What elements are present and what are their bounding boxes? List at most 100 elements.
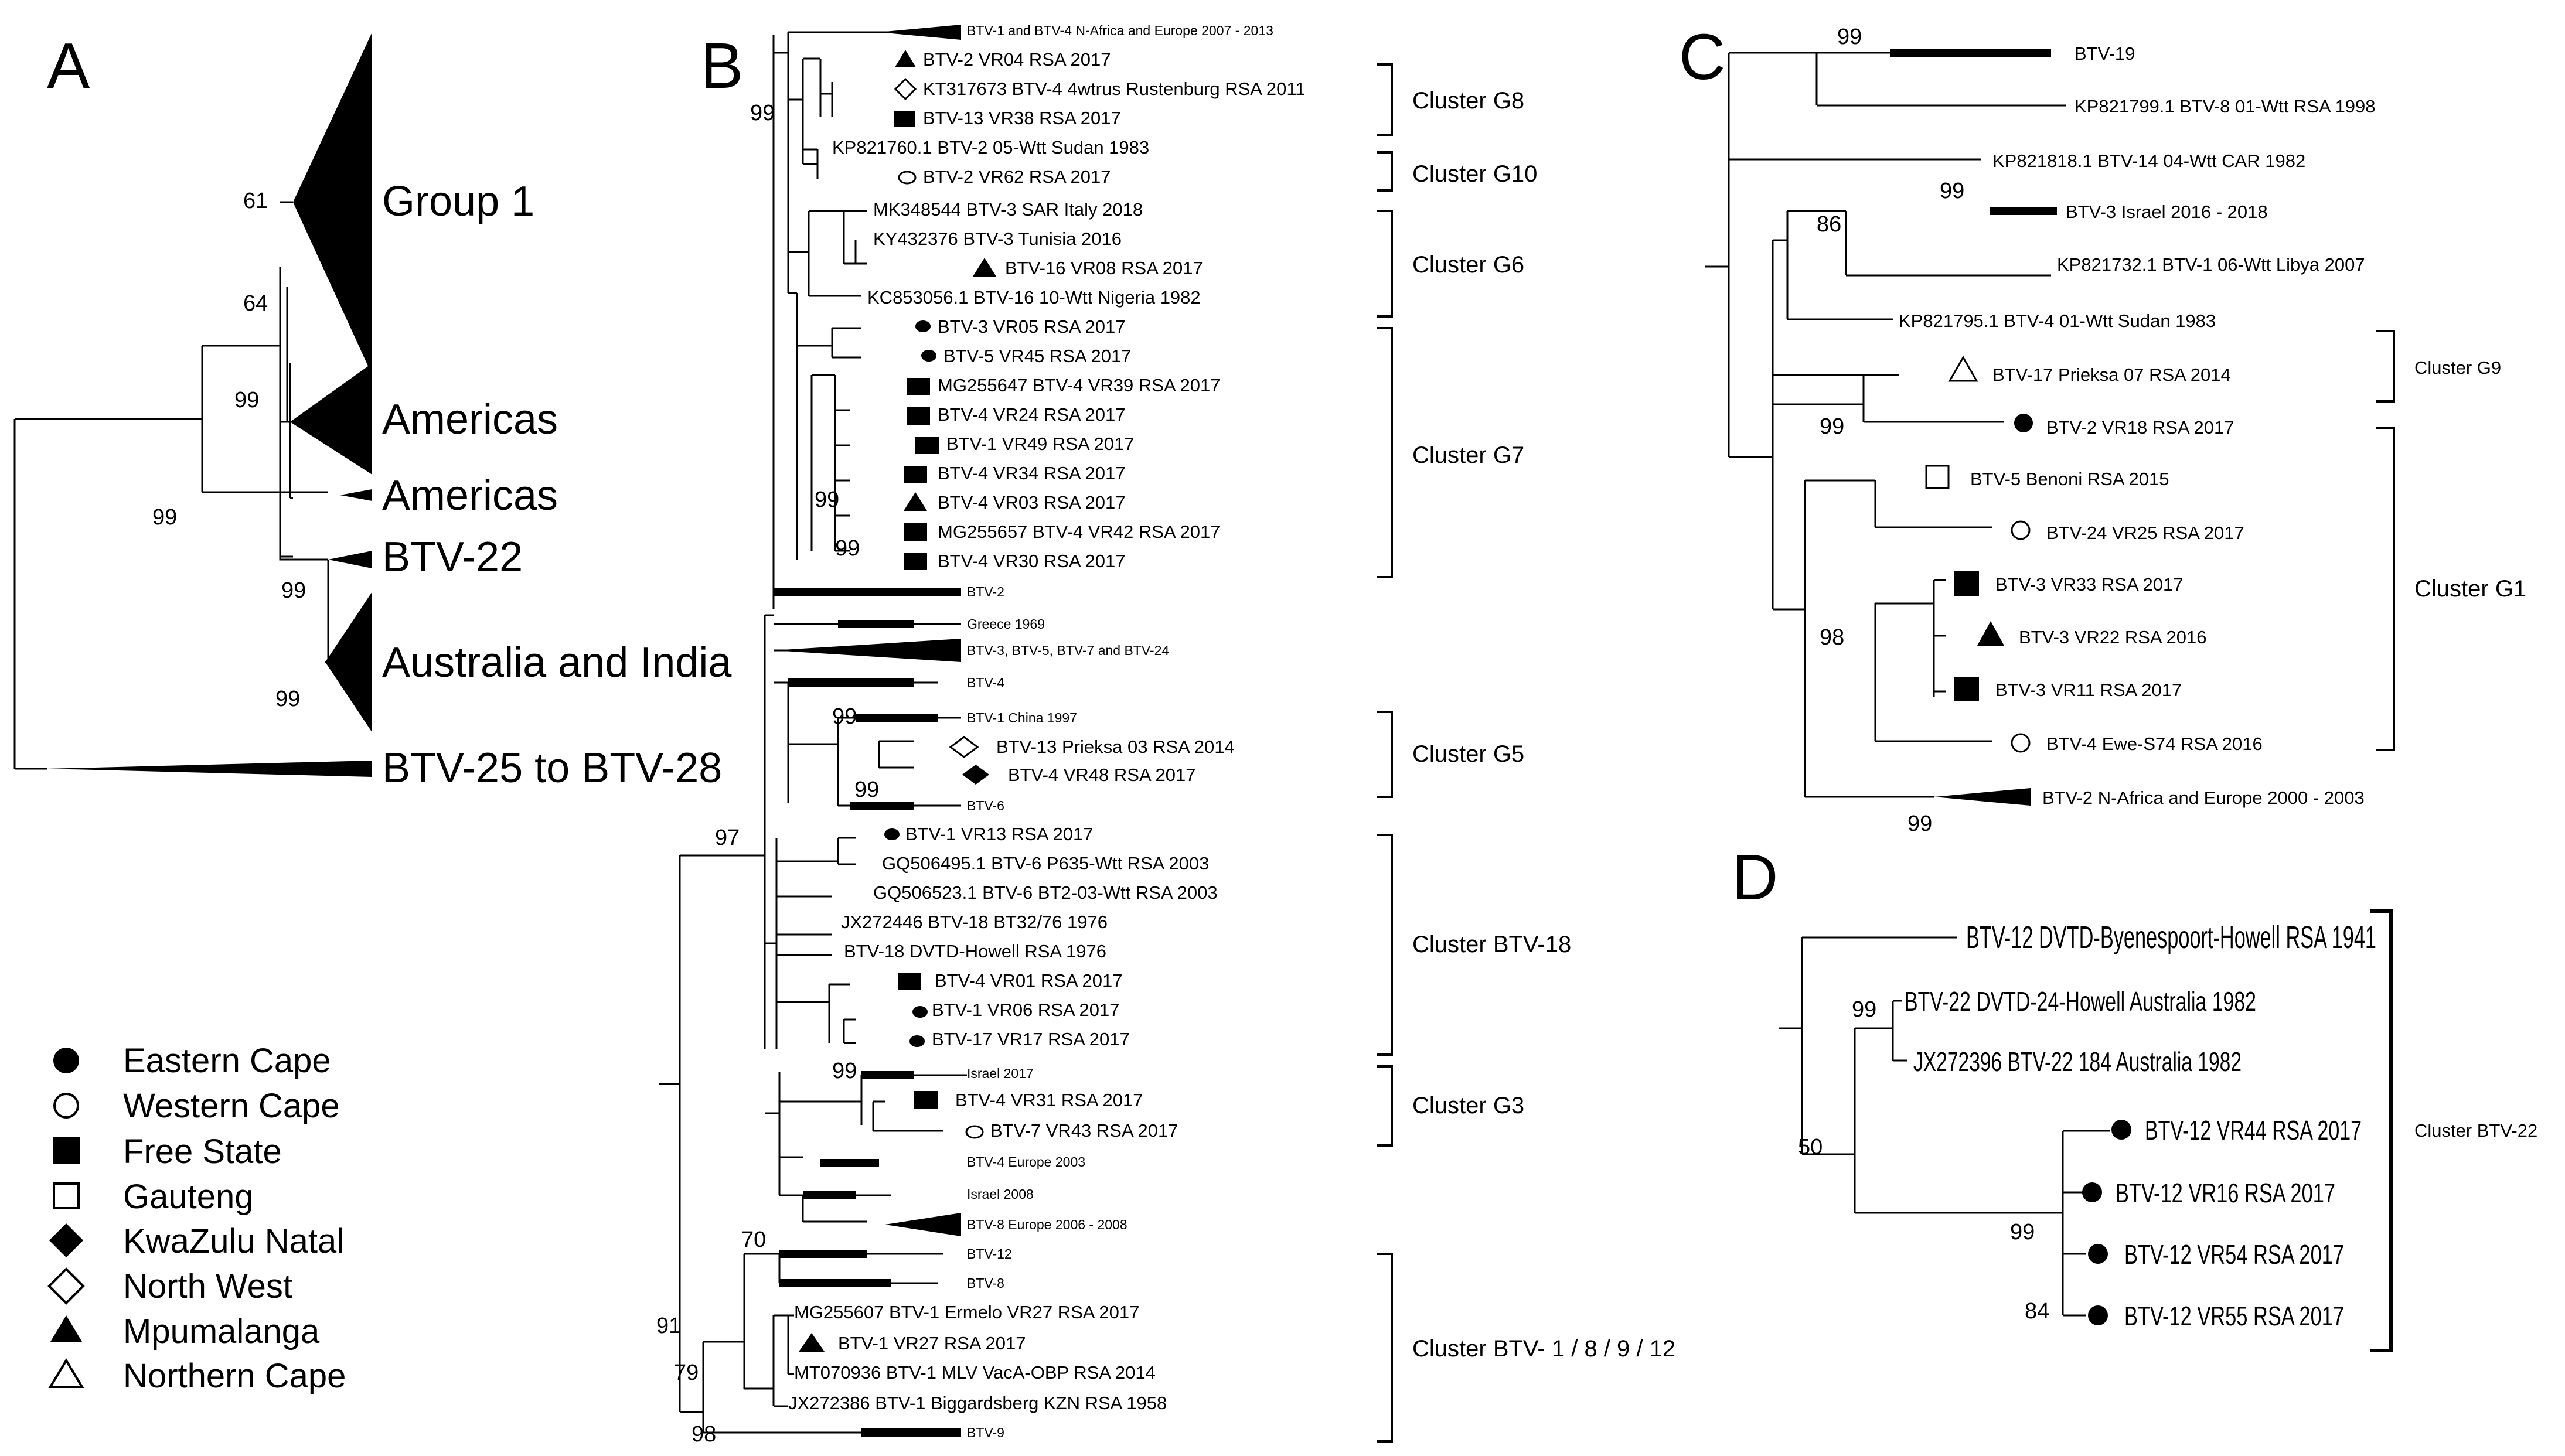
group-label: Australia and India: [382, 639, 732, 686]
taxon-label: BTV-8: [967, 1276, 1004, 1291]
bootstrap-value: 84: [2025, 1299, 2049, 1324]
taxon-label: BTV-5 Benoni RSA 2015: [1970, 469, 2169, 489]
filled-square-icon: [894, 111, 915, 127]
taxon-label: BTV-3, BTV-5, BTV-7 and BTV-24: [967, 643, 1169, 658]
taxon-label: BTV-24 VR25 RSA 2017: [2046, 523, 2244, 543]
panel-a-connectors: [279, 201, 329, 663]
filled-square-icon: [907, 378, 930, 395]
filled-circle-icon: [53, 1048, 79, 1073]
bootstrap-value: 99: [234, 388, 259, 412]
filled-square-icon: [915, 437, 939, 454]
bootstrap-value: 97: [715, 826, 740, 850]
legend: Eastern Cape Western Cape Free State Gau…: [47, 1042, 346, 1395]
taxon-label: BTV-1 China 1997: [967, 710, 1077, 725]
filled-triangle-icon: [50, 1315, 82, 1342]
taxon-label: BTV-4 VR30 RSA 2017: [938, 551, 1126, 571]
filled-triangle-icon: [904, 492, 927, 511]
bootstrap-value: 61: [243, 189, 268, 213]
taxon-label: BTV-13 Prieksa 03 RSA 2014: [996, 736, 1235, 757]
taxon-label: BTV-4 Ewe-S74 RSA 2016: [2046, 734, 2263, 754]
filled-circle-icon: [2014, 414, 2033, 432]
taxon-label: MG255657 BTV-4 VR42 RSA 2017: [938, 521, 1221, 542]
panel-d-branches: [1779, 936, 2110, 1317]
filled-triangle-icon: [895, 50, 916, 67]
bootstrap-value: 99: [152, 505, 177, 530]
bootstrap-value: 99: [2010, 1220, 2035, 1244]
panel-a: A Group 1 Americas Americas BTV-22 Austr…: [13, 30, 732, 792]
panel-c: C BTV-19 KP821799.1 BTV-8 01-Wtt RSA 199…: [1679, 21, 2526, 836]
bootstrap-value: 91: [656, 1314, 681, 1338]
cluster-bracket: [2370, 909, 2393, 1352]
panel-d-label: D: [1732, 841, 1778, 913]
taxon-label: BTV-7 VR43 RSA 2017: [990, 1120, 1178, 1141]
open-circle-icon: [965, 1125, 984, 1139]
taxon-label: BTV-2 N-Africa and Europe 2000 - 2003: [2042, 787, 2365, 808]
open-circle-icon: [2011, 520, 2031, 540]
clade-btv2-nafrica: [1934, 788, 2031, 806]
clade-btv22: [328, 551, 372, 568]
taxon-label: MK348544 BTV-3 SAR Italy 2018: [873, 199, 1143, 220]
taxon-label: BTV-22 DVTD-24-Howell Australia 1982: [1905, 986, 2256, 1017]
taxon-label: MG255647 BTV-4 VR39 RSA 2017: [938, 375, 1221, 395]
taxon-label: BTV-4 Europe 2003: [967, 1154, 1085, 1169]
taxon-label: BTV-12 DVTD-Byenespoort-Howell RSA 1941: [1966, 920, 2376, 955]
group-label: BTV-25 to BTV-28: [382, 745, 722, 792]
taxon-label: JX272446 BTV-18 BT32/76 1976: [841, 912, 1108, 932]
taxon-label: BTV-6: [967, 798, 1004, 813]
taxon-label: BTV-16 VR08 RSA 2017: [1005, 258, 1203, 278]
legend-label: Gauteng: [123, 1178, 254, 1216]
taxon-label: KP821818.1 BTV-14 04-Wtt CAR 1982: [1992, 151, 2305, 171]
legend-label: North West: [123, 1267, 292, 1305]
bootstrap-value: 99: [832, 704, 857, 729]
taxon-label: BTV-12 VR55 RSA 2017: [2124, 1301, 2344, 1331]
panel-d: D BTV-12 DVTD-Byenespoort-Howell RSA 194…: [1732, 841, 2537, 1352]
clade-btv3-5-7-24: [774, 639, 961, 662]
taxon-label: KP821760.1 BTV-2 05-Wtt Sudan 1983: [832, 137, 1149, 158]
bootstrap-value: 99: [854, 778, 879, 802]
cluster-label: Cluster BTV-22: [2414, 1120, 2537, 1141]
taxon-label: MG255607 BTV-1 Ermelo VR27 RSA 2017: [794, 1302, 1139, 1322]
taxon-label: BTV-3 Israel 2016 - 2018: [2066, 202, 2268, 222]
open-triangle-icon: [949, 736, 979, 758]
open-diamond-icon: [47, 1267, 85, 1305]
open-circle-icon: [2011, 733, 2031, 753]
taxon-label: BTV-9: [967, 1425, 1004, 1440]
filled-diamond-icon: [49, 1223, 83, 1257]
panel-b-label: B: [700, 30, 743, 102]
cluster-label: Cluster BTV-18: [1412, 932, 1571, 957]
taxon-label: BTV-2: [967, 584, 1004, 599]
clade-americas-2: [340, 489, 372, 501]
taxon-label: BTV-12 VR16 RSA 2017: [2116, 1178, 2335, 1208]
filled-triangle-icon: [1977, 621, 2004, 646]
filled-square-icon: [898, 973, 921, 990]
filled-circle-icon: [915, 320, 931, 332]
bootstrap-value: 64: [243, 291, 268, 316]
bootstrap-value: 98: [1820, 625, 1844, 650]
open-circle-icon: [53, 1093, 79, 1119]
taxon-label: BTV-2 VR18 RSA 2017: [2046, 417, 2234, 438]
taxon-label: BTV-8 Europe 2006 - 2008: [967, 1217, 1127, 1232]
taxon-label: BTV-3 VR33 RSA 2017: [1995, 574, 2184, 595]
taxon-label: BTV-4 VR24 RSA 2017: [938, 404, 1126, 425]
panel-c-label: C: [1679, 21, 1725, 93]
cluster-label: Cluster G7: [1412, 442, 1524, 468]
taxon-label: BTV-3 VR22 RSA 2016: [2019, 627, 2207, 647]
taxon-label: KC853056.1 BTV-16 10-Wtt Nigeria 1982: [867, 287, 1201, 308]
taxon-label: BTV-4 VR01 RSA 2017: [935, 970, 1123, 991]
bootstrap-value: 79: [674, 1360, 699, 1385]
clade-group-1: [293, 32, 372, 375]
cluster-label: Cluster G10: [1412, 161, 1537, 187]
open-square-icon: [53, 1182, 80, 1209]
open-triangle-icon: [48, 1358, 84, 1388]
bootstrap-value: 99: [1907, 811, 1932, 836]
bootstrap-value: 99: [281, 578, 306, 603]
taxon-label: BTV-13 VR38 RSA 2017: [923, 108, 1121, 128]
bootstrap-value: 86: [1817, 212, 1841, 237]
filled-circle-icon: [2088, 1305, 2108, 1325]
taxon-label: Israel 2017: [967, 1066, 1034, 1081]
legend-label: Northern Cape: [123, 1357, 346, 1395]
filled-square-icon: [904, 553, 927, 570]
filled-circle-icon: [2088, 1244, 2108, 1264]
taxon-label: BTV-1 VR49 RSA 2017: [946, 434, 1135, 454]
filled-square-icon: [907, 407, 930, 425]
